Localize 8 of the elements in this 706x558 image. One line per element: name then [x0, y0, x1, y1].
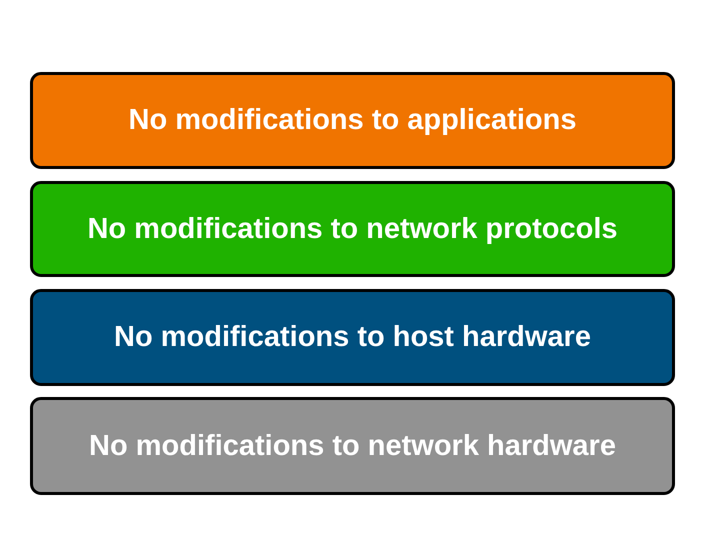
layer-bar: [30, 397, 675, 495]
layer-label: No modifications to network hardware: [89, 430, 616, 462]
layer-bar: [30, 181, 675, 277]
layer-label: No modifications to network protocols: [87, 212, 618, 246]
layer-label: No modifications to applications: [128, 104, 576, 137]
layer-bar: [30, 72, 675, 169]
layer-label: No modifications to host hardware: [114, 321, 591, 354]
layer-bar: [30, 289, 675, 386]
